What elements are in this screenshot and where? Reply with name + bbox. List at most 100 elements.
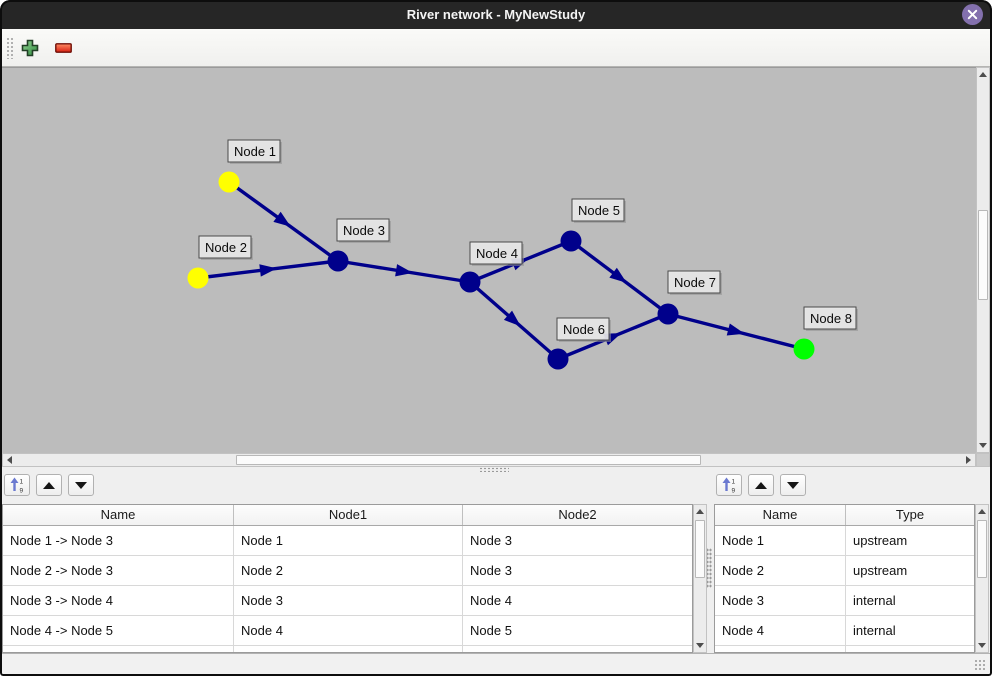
nodes-sort-button[interactable]: 1 9 xyxy=(716,474,742,496)
links-sort-button[interactable]: 1 9 xyxy=(4,474,30,496)
node-label: Node 3 xyxy=(343,223,385,238)
vertical-scroll-thumb[interactable] xyxy=(978,210,988,300)
table-splitter-handle[interactable] xyxy=(706,548,712,588)
edge-arrow-icon xyxy=(503,310,521,327)
scroll-up-button[interactable] xyxy=(977,68,989,81)
graph-node[interactable] xyxy=(187,267,209,289)
edge-arrow-icon xyxy=(726,323,745,336)
column-header-name: Name xyxy=(715,505,846,525)
svg-text:1: 1 xyxy=(732,479,736,486)
close-icon xyxy=(967,9,978,20)
table-cell[interactable]: Node 1 xyxy=(715,526,846,555)
table-row[interactable] xyxy=(3,646,692,652)
scrollbar-corner xyxy=(976,453,990,467)
sort-ascending-icon: 1 9 xyxy=(10,477,24,493)
vertical-scroll-thumb[interactable] xyxy=(695,520,705,578)
table-cell[interactable]: Node 5 xyxy=(470,623,512,638)
table-row[interactable]: Node 3 internal xyxy=(715,586,974,616)
table-cell[interactable]: Node 2 xyxy=(234,556,463,585)
nodes-table-scrollbar[interactable] xyxy=(975,504,989,653)
arrow-down-icon xyxy=(696,643,704,648)
horizontal-scroll-thumb[interactable] xyxy=(236,455,701,465)
canvas-vertical-scrollbar[interactable] xyxy=(976,67,990,453)
graph-node[interactable] xyxy=(793,338,815,360)
arrow-right-icon xyxy=(966,456,971,464)
column-header-type: Type xyxy=(895,507,925,522)
table-row[interactable]: Node 1 upstream xyxy=(715,526,974,556)
scroll-right-button[interactable] xyxy=(962,454,975,466)
table-cell[interactable]: Node 1 xyxy=(234,526,463,555)
table-cell[interactable]: Node 3 xyxy=(470,563,512,578)
table-row[interactable]: Node 2 upstream xyxy=(715,556,974,586)
table-cell[interactable]: internal xyxy=(853,623,896,638)
arrow-down-icon xyxy=(978,643,986,648)
graph-node[interactable] xyxy=(547,348,569,370)
graph-node[interactable] xyxy=(459,271,481,293)
vertical-scroll-thumb[interactable] xyxy=(977,520,987,578)
table-row[interactable] xyxy=(715,646,974,652)
nodes-move-down-button[interactable] xyxy=(780,474,806,496)
graph-node[interactable] xyxy=(657,303,679,325)
arrow-down-icon xyxy=(787,481,799,489)
graph-node[interactable] xyxy=(218,171,240,193)
titlebar[interactable]: River network - MyNewStudy xyxy=(0,0,992,29)
node-label-box xyxy=(198,235,252,259)
arrow-up-icon xyxy=(755,481,767,489)
close-button[interactable] xyxy=(962,4,983,25)
scroll-up-button[interactable] xyxy=(976,505,988,518)
node-label-box xyxy=(336,218,390,242)
table-cell[interactable] xyxy=(463,646,692,652)
table-cell[interactable] xyxy=(3,646,234,652)
add-node-button[interactable] xyxy=(19,37,41,59)
table-cell[interactable]: internal xyxy=(853,593,896,608)
toolbar-drag-handle[interactable] xyxy=(6,37,14,59)
scroll-down-button[interactable] xyxy=(977,439,989,452)
table-cell[interactable]: Node 3 xyxy=(470,533,512,548)
table-cell[interactable]: Node 4 xyxy=(234,616,463,645)
scroll-up-button[interactable] xyxy=(694,505,706,518)
links-table-scrollbar[interactable] xyxy=(693,504,707,653)
table-cell[interactable] xyxy=(234,646,463,652)
links-move-down-button[interactable] xyxy=(68,474,94,496)
table-cell[interactable]: Node 4 xyxy=(715,616,846,645)
table-cell[interactable]: Node 3 -> Node 4 xyxy=(3,586,234,615)
arrow-left-icon xyxy=(7,456,12,464)
scroll-left-button[interactable] xyxy=(3,454,16,466)
remove-node-button[interactable] xyxy=(52,37,74,59)
column-header-node1: Node1 xyxy=(234,505,463,525)
table-cell[interactable]: Node 3 xyxy=(715,586,846,615)
scroll-down-button[interactable] xyxy=(976,639,988,652)
panel-splitter-handle[interactable] xyxy=(479,467,509,472)
table-cell[interactable] xyxy=(715,646,846,652)
table-cell[interactable]: Node 4 xyxy=(470,593,512,608)
scroll-down-button[interactable] xyxy=(694,639,706,652)
links-move-up-button[interactable] xyxy=(36,474,62,496)
edge-arrow-icon xyxy=(609,267,627,283)
table-cell[interactable] xyxy=(846,646,974,652)
table-cell[interactable]: Node 2 -> Node 3 xyxy=(3,556,234,585)
table-cell[interactable]: upstream xyxy=(853,533,908,548)
graph-node[interactable] xyxy=(560,230,582,252)
node-label: Node 8 xyxy=(810,311,852,326)
table-cell[interactable]: Node 1 -> Node 3 xyxy=(3,526,234,555)
window-resize-grip[interactable] xyxy=(974,659,986,671)
arrow-up-icon xyxy=(978,509,986,514)
table-cell[interactable]: upstream xyxy=(853,563,908,578)
table-row[interactable]: Node 4 internal xyxy=(715,616,974,646)
nodes-move-up-button[interactable] xyxy=(748,474,774,496)
table-cell[interactable]: Node 4 -> Node 5 xyxy=(3,616,234,645)
table-cell[interactable]: Node 2 xyxy=(715,556,846,585)
nodes-table-header: Name Type xyxy=(715,505,974,526)
canvas-horizontal-scrollbar[interactable] xyxy=(2,453,976,467)
table-cell[interactable]: Node 3 xyxy=(234,586,463,615)
node-label-box xyxy=(571,198,625,222)
graph-node[interactable] xyxy=(327,250,349,272)
